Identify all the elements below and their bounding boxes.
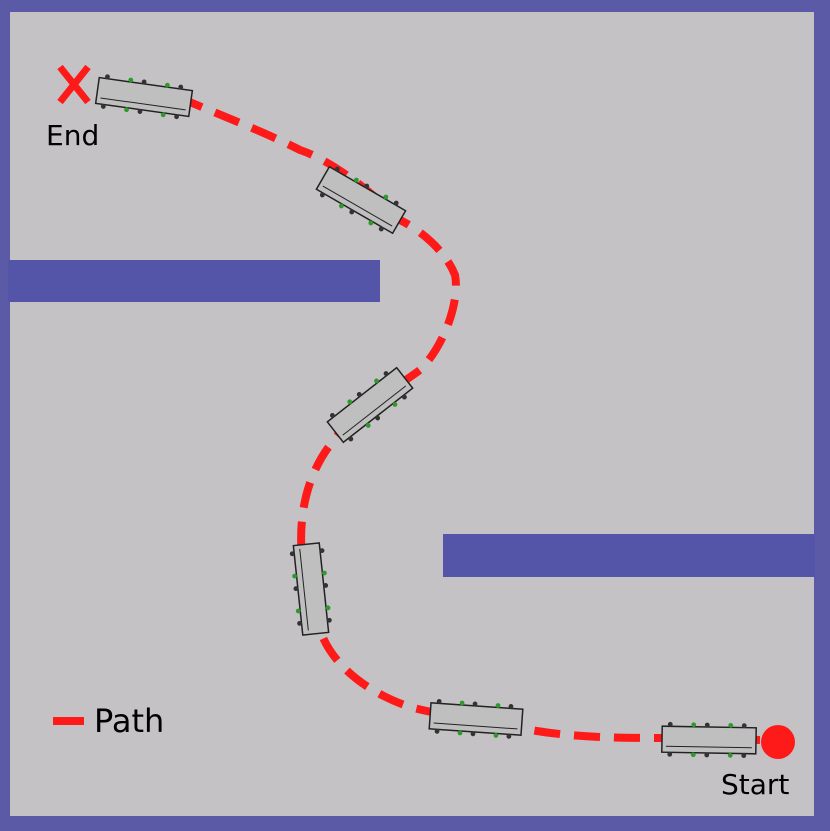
robot-leg [319, 192, 325, 198]
robot-leg [325, 605, 331, 611]
robot-1 [94, 74, 194, 120]
legend-path-label: Path [94, 702, 164, 740]
robot-stripe [100, 97, 186, 111]
robot-leg [292, 573, 297, 579]
robot-leg [160, 112, 166, 118]
robot-leg [375, 415, 381, 421]
robot-leg [100, 104, 106, 109]
robot-leg [349, 209, 355, 215]
robot-stripe [322, 185, 393, 227]
robot-leg [368, 220, 374, 226]
wall-bottom [0, 816, 830, 831]
robot-leg [374, 378, 379, 384]
robot-stripe [665, 745, 752, 749]
robot-leg [704, 722, 710, 728]
robot-leg [459, 700, 465, 706]
robot-leg [383, 371, 389, 376]
obstacle-upper [8, 260, 380, 302]
robot-leg [667, 751, 673, 757]
robot-stripe [342, 385, 407, 436]
robot-leg [392, 402, 398, 407]
robot-stripe [299, 548, 309, 631]
robot-leg [124, 107, 129, 113]
robot-leg [322, 570, 327, 576]
robot-body [326, 366, 414, 444]
robot-leg [741, 753, 747, 759]
robot-leg [365, 423, 371, 428]
robot-leg [667, 721, 673, 727]
robot-leg [402, 394, 407, 400]
start-label: Start [721, 768, 789, 801]
robot-leg [174, 114, 179, 120]
robot-leg [493, 733, 499, 738]
robot-leg [704, 752, 710, 758]
robot-leg [728, 722, 734, 728]
robot-body [292, 542, 330, 636]
robot-leg [289, 551, 295, 557]
obstacle-lower [443, 534, 815, 577]
robot-leg [378, 226, 384, 232]
robot-leg [508, 704, 514, 709]
robot-leg [690, 752, 696, 758]
robot-leg [334, 166, 340, 172]
robot-leg [164, 82, 170, 88]
robot-4 [289, 542, 332, 636]
robot-leg [353, 177, 359, 183]
start-dot-icon [761, 725, 795, 759]
robot-leg [393, 200, 399, 206]
robot-body [428, 702, 524, 736]
robot-leg [506, 733, 512, 739]
robot-body [315, 165, 407, 235]
robot-stripe [433, 722, 518, 730]
end-x-icon [57, 64, 91, 105]
robot-leg [741, 723, 747, 729]
wall-right [814, 0, 830, 831]
robot-leg [326, 617, 332, 623]
end-label: End [46, 119, 99, 152]
robot-leg [178, 84, 184, 90]
robot-leg [293, 586, 299, 591]
robot-leg [495, 703, 501, 708]
robot-leg [141, 79, 147, 85]
robot-leg [329, 412, 335, 418]
robot-body [661, 725, 757, 755]
robot-2 [315, 165, 407, 235]
robot-leg [356, 392, 362, 397]
robot-leg [297, 620, 302, 626]
robot-3 [326, 366, 414, 444]
wall-left [0, 0, 10, 831]
wall-top [0, 0, 830, 12]
robot-5 [428, 698, 524, 739]
robot-leg [470, 731, 476, 737]
robot-leg [295, 608, 301, 614]
robot-leg [338, 203, 344, 209]
robot-leg [691, 722, 697, 728]
robot-6 [661, 721, 757, 759]
robot-leg [383, 194, 389, 200]
robot-leg [348, 436, 354, 442]
robot-group [94, 74, 757, 759]
robot-leg [137, 109, 143, 114]
robot-leg [323, 583, 329, 588]
robot-leg [347, 399, 353, 405]
robot-leg [434, 728, 440, 734]
robot-leg [436, 698, 442, 704]
robot-leg [727, 752, 733, 758]
robot-leg [319, 548, 325, 554]
robot-leg [105, 74, 110, 80]
robot-leg [472, 701, 478, 707]
robot-leg [457, 730, 463, 736]
robot-leg [128, 77, 134, 83]
robot-leg [364, 183, 370, 189]
